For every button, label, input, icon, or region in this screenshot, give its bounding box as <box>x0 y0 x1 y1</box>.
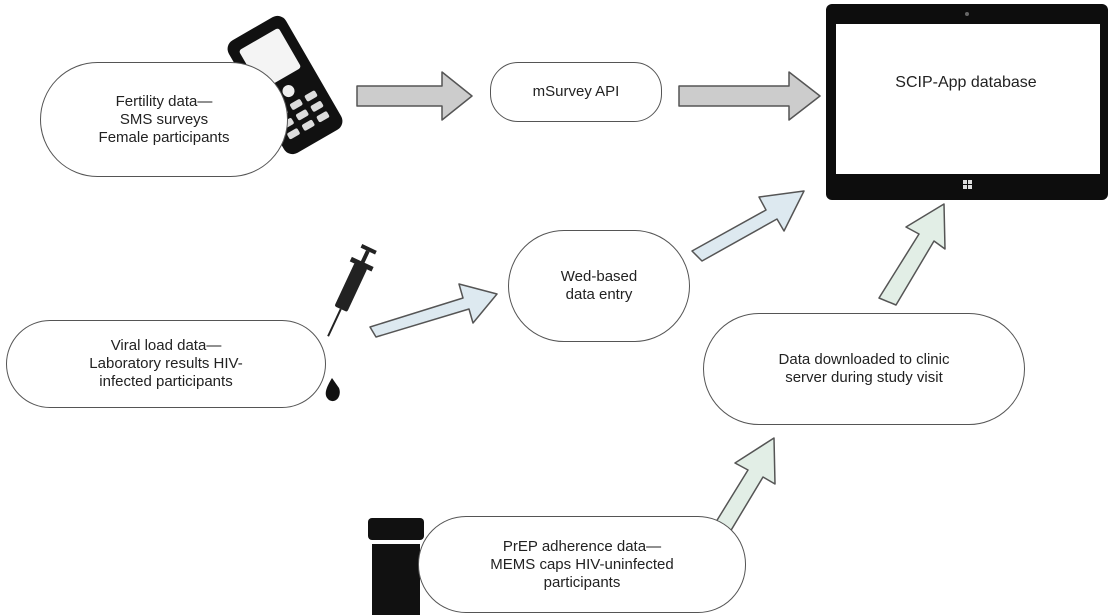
msurvey-api-node: mSurvey API <box>490 62 662 122</box>
data-download-label: Data downloaded to clinic server during … <box>778 351 950 386</box>
prep-adherence-node: PrEP adherence data— MEMS caps HIV-uninf… <box>418 516 746 613</box>
viral-load-label: Viral load data— Laboratory results HIV-… <box>89 337 243 390</box>
arrow-syringe-to-webentry <box>369 283 498 338</box>
web-entry-node: Wed-based data entry <box>508 230 690 342</box>
tablet-icon <box>826 4 1108 200</box>
msurvey-api-label: mSurvey API <box>532 83 620 100</box>
viral-load-node: Viral load data— Laboratory results HIV-… <box>6 320 326 408</box>
syringe-icon <box>325 244 377 402</box>
arrow-msurvey-to-database <box>678 71 821 121</box>
scip-app-database-label: SCIP-App database <box>895 74 1037 91</box>
prep-adherence-label: PrEP adherence data— MEMS caps HIV-uninf… <box>490 537 674 591</box>
arrow-webentry-to-database <box>691 190 805 262</box>
arrow-download-to-database <box>878 203 946 306</box>
web-entry-label: Wed-based data entry <box>560 268 638 303</box>
arrow-phone-to-msurvey <box>356 71 473 121</box>
data-download-node: Data downloaded to clinic server during … <box>703 313 1025 425</box>
fertility-data-node: Fertility data— SMS surveys Female parti… <box>40 62 288 177</box>
pill-bottle-icon <box>368 518 424 615</box>
fertility-data-label: Fertility data— SMS surveys Female parti… <box>98 92 230 146</box>
